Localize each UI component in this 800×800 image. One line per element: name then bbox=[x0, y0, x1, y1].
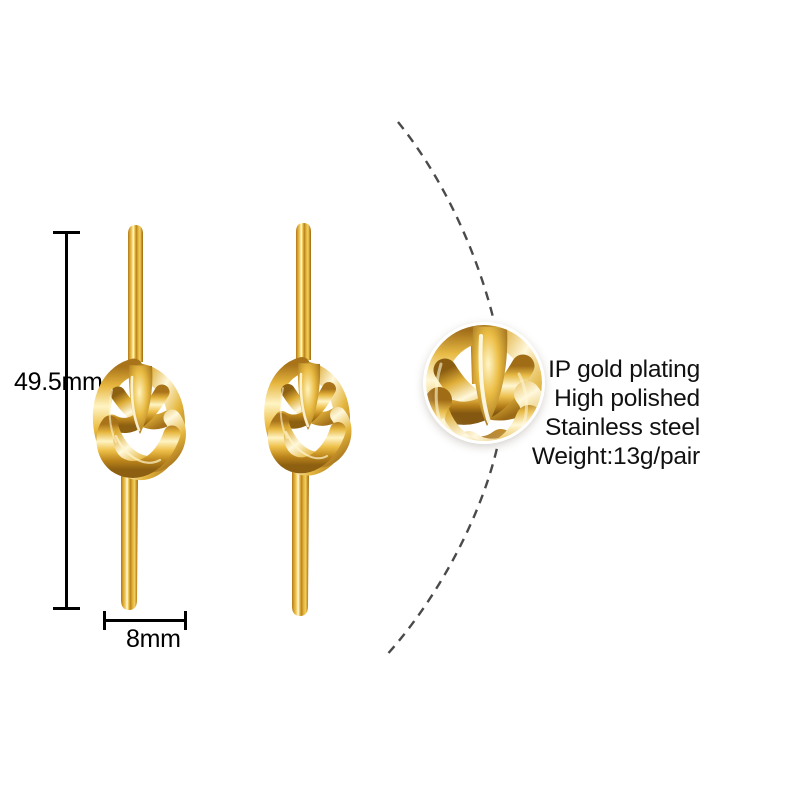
spec-line-weight: Weight:13g/pair bbox=[531, 443, 700, 470]
height-dimension-bottom-cap bbox=[53, 607, 80, 610]
earring-left bbox=[88, 222, 193, 617]
width-dimension-right-cap bbox=[184, 611, 187, 630]
height-dimension-line bbox=[65, 232, 68, 609]
width-dimension-line bbox=[104, 619, 187, 622]
width-dimension-label: 8mm bbox=[126, 625, 181, 653]
height-dimension-label: 49.5mm bbox=[14, 368, 103, 396]
specification-text-block: IP gold plating High polished Stainless … bbox=[500, 355, 700, 471]
spec-line-material: Stainless steel bbox=[545, 414, 700, 441]
spec-line-plating: IP gold plating bbox=[548, 356, 700, 383]
earring-right bbox=[256, 222, 361, 622]
spec-line-polish: High polished bbox=[554, 385, 700, 412]
